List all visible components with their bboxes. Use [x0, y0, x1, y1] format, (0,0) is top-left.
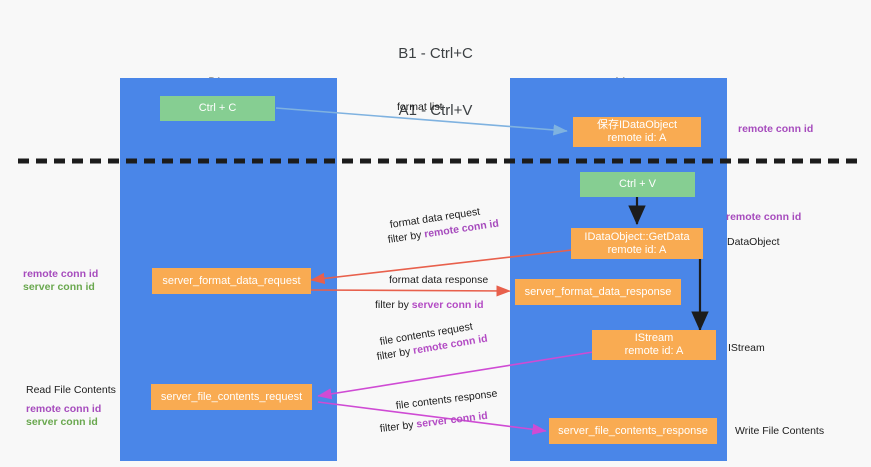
annotation-right-istream: IStream: [728, 342, 765, 354]
edge-label-format-data-response-filter: filter by server conn id: [375, 299, 484, 312]
annotation-left-read-file-contents: Read File Contents: [26, 384, 116, 396]
node-server-format-data-request-label: server_format_data_request: [162, 274, 301, 287]
edge-label-file-contents-response-filter: filter by server conn id: [379, 410, 488, 436]
annotation-left-server-conn-id-bottom: server conn id: [26, 416, 98, 428]
node-ctrl-v[interactable]: Ctrl + V: [580, 172, 695, 197]
node-ctrl-c[interactable]: Ctrl + C: [160, 96, 275, 121]
annotation-right-remote-conn-id-middle: remote conn id: [726, 211, 802, 223]
node-store-idataobject-line-1: 保存IDataObject: [596, 119, 678, 131]
node-store-idataobject-line-2: remote id: A: [607, 132, 667, 144]
edge-label-file-contents-response: file contents response: [395, 387, 499, 412]
node-ctrl-v-label: Ctrl + V: [619, 178, 656, 190]
annotation-right-dataobject: DataObject: [727, 236, 780, 248]
node-server-file-contents-response-label: server_file_contents_response: [558, 424, 708, 437]
node-server-format-data-request[interactable]: server_format_data_request: [152, 268, 311, 294]
node-idataobject-getdata[interactable]: IDataObject::GetData remote id: A: [571, 228, 703, 259]
node-istream[interactable]: IStream remote id: A: [592, 330, 716, 360]
node-server-format-data-response-label: server_format_data_response: [524, 285, 672, 298]
node-idataobject-getdata-line-1: IDataObject::GetData: [584, 230, 690, 243]
edge-label-format-list: format list: [397, 101, 443, 113]
node-server-file-contents-request-label: server_file_contents_request: [160, 390, 303, 403]
edge-label-format-data-response-filter-highlight: server conn id: [411, 299, 484, 311]
node-idataobject-getdata-line-2: remote id: A: [607, 243, 667, 256]
node-ctrl-c-label: Ctrl + C: [198, 102, 237, 114]
edge-format-data-response: [310, 285, 511, 297]
diagram-title-line-1: B1 - Ctrl+C: [398, 45, 473, 62]
node-server-format-data-response[interactable]: server_format_data_response: [515, 279, 681, 305]
edge-label-format-data-response: format data response: [389, 274, 489, 286]
annotation-left-server-conn-id-middle: server conn id: [23, 281, 95, 293]
annotation-right-write-file-contents: Write File Contents: [735, 425, 825, 437]
node-server-file-contents-request[interactable]: server_file_contents_request: [151, 384, 312, 410]
edge-label-file-contents-response-filter-highlight: server conn id: [415, 409, 489, 431]
node-store-idataobject[interactable]: 保存IDataObject remote id: A: [573, 117, 701, 147]
annotation-left-remote-conn-id-bottom: remote conn id: [26, 403, 102, 415]
node-istream-line-1: IStream: [634, 332, 674, 344]
node-istream-line-2: remote id: A: [624, 345, 684, 357]
edge-label-file-contents-response-filter-prefix: filter by: [379, 418, 418, 435]
edge-label-format-data-response-filter-prefix: filter by: [375, 299, 412, 311]
annotation-left-remote-conn-id-middle: remote conn id: [23, 268, 99, 280]
node-server-file-contents-response[interactable]: server_file_contents_response: [549, 418, 717, 444]
annotation-right-remote-conn-id-top: remote conn id: [738, 123, 814, 135]
